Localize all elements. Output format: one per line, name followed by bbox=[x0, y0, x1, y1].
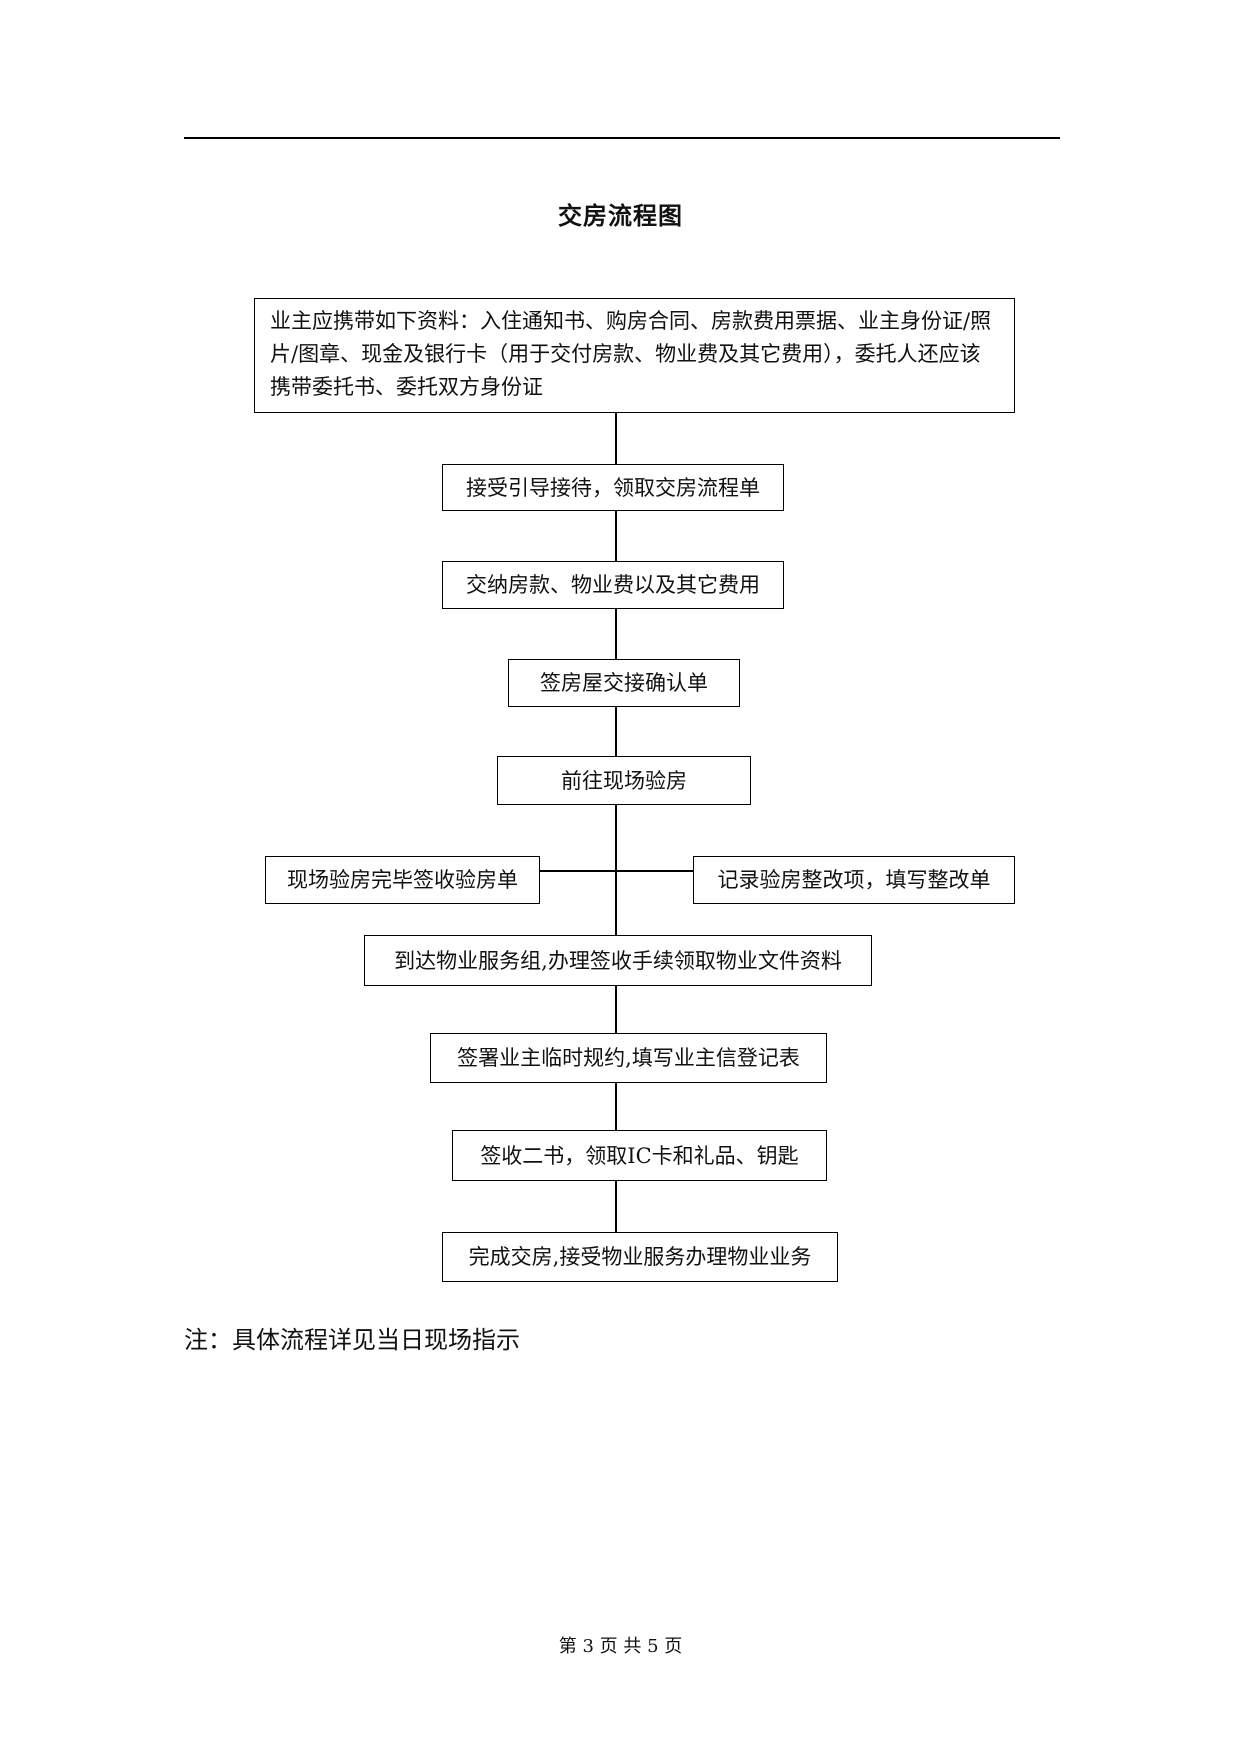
flow-step-property-service: 到达物业服务组,办理签收手续领取物业文件资料 bbox=[364, 935, 872, 986]
connector-line bbox=[615, 511, 617, 561]
connector-line bbox=[615, 986, 617, 1033]
connector-line bbox=[615, 609, 617, 659]
flow-branch-inspection-complete: 现场验房完毕签收验房单 bbox=[265, 856, 540, 904]
flow-step-collect-keys: 签收二书，领取IC卡和礼品、钥匙 bbox=[452, 1130, 827, 1181]
branch-connector-line bbox=[539, 870, 693, 872]
connector-line bbox=[615, 1181, 617, 1232]
connector-line bbox=[615, 1083, 617, 1130]
flow-branch-rectification: 记录验房整改项，填写整改单 bbox=[693, 856, 1015, 904]
flow-step-sign-handover: 签房屋交接确认单 bbox=[508, 659, 740, 707]
page-title: 交房流程图 bbox=[558, 201, 683, 230]
flow-step-pay-fees: 交纳房款、物业费以及其它费用 bbox=[442, 561, 784, 609]
connector-line bbox=[615, 413, 617, 464]
flow-step-sign-agreement: 签署业主临时规约,填写业主信登记表 bbox=[430, 1033, 827, 1083]
flow-step-complete-handover: 完成交房,接受物业服务办理物业业务 bbox=[442, 1232, 838, 1282]
flow-step-required-documents: 业主应携带如下资料：入住通知书、购房合同、房款费用票据、业主身份证/照片/图章、… bbox=[254, 298, 1015, 413]
note-text: 注：具体流程详见当日现场指示 bbox=[184, 1326, 520, 1354]
connector-line bbox=[615, 707, 617, 756]
flow-step-inspection: 前往现场验房 bbox=[497, 756, 751, 805]
page-footer: 第 3 页 共 5 页 bbox=[558, 1636, 683, 1657]
header-rule bbox=[184, 137, 1060, 139]
flow-step-reception: 接受引导接待，领取交房流程单 bbox=[442, 464, 784, 511]
